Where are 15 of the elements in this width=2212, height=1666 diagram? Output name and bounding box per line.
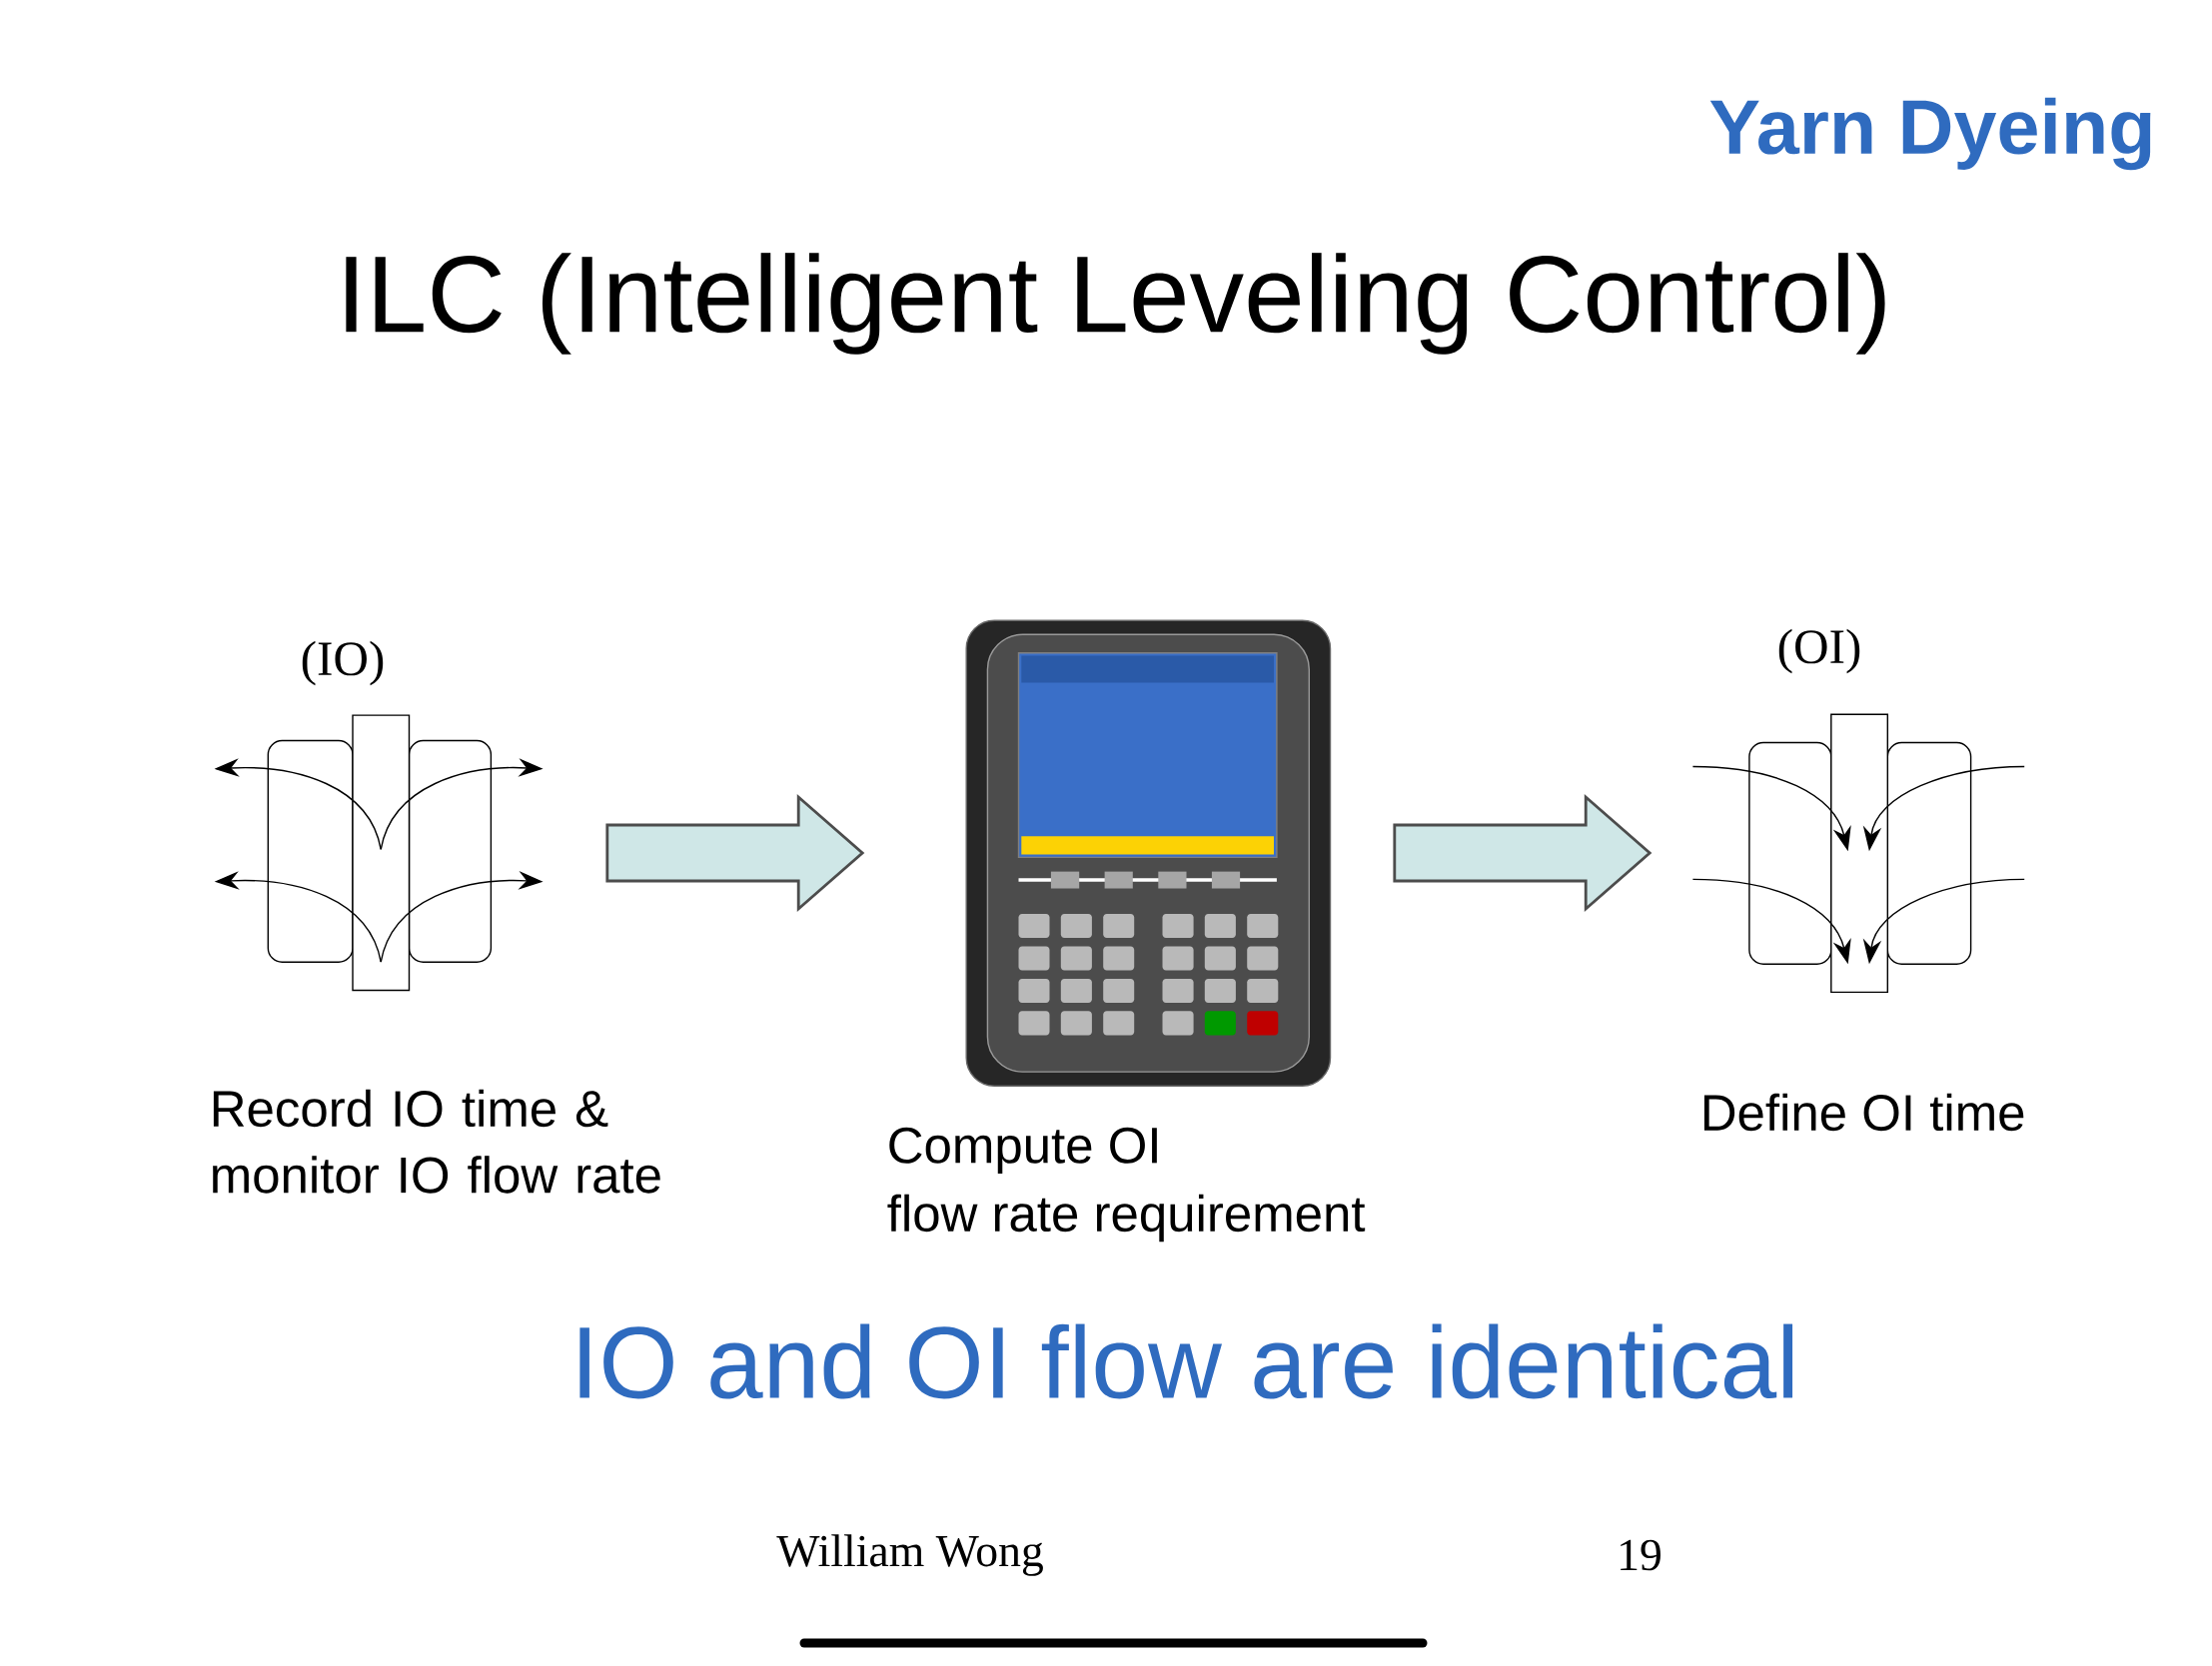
summary-statement: IO and OI flow are identical <box>579 1323 1793 1399</box>
presenter-name: William Wong <box>776 1534 1043 1576</box>
controller-drawing <box>965 619 1332 1087</box>
node-label: (IO) <box>302 640 384 686</box>
flow-drawing <box>1691 713 2025 994</box>
node-label: Define OI time <box>1703 1093 2024 1132</box>
block-arrow <box>605 793 865 913</box>
node-label: flow rate requirement <box>887 1194 1366 1243</box>
page-number: 19 <box>1621 1539 1660 1571</box>
node-label: Compute OI <box>889 1127 1157 1174</box>
slide-title: ILC (Intelligent Leveling Control) <box>346 253 1885 355</box>
block-arrow <box>1393 793 1653 913</box>
node-label: (OI) <box>1778 628 1860 674</box>
node-label: Record IO time & monitor IO flow rate <box>213 1089 660 1194</box>
yarn-heading: Yarn Dyeing <box>1709 97 2151 171</box>
